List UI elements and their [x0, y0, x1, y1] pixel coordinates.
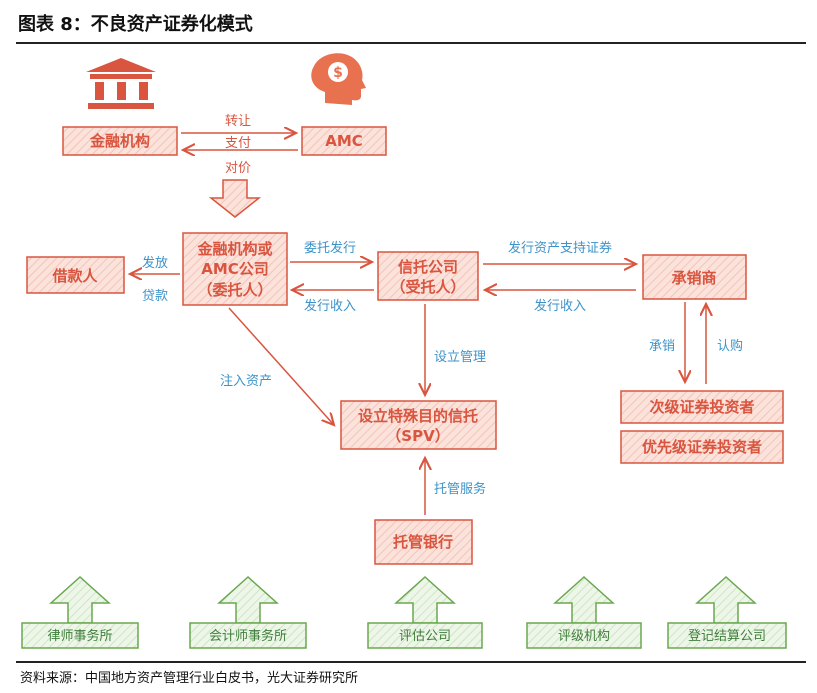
down-block-arrow	[208, 179, 262, 218]
up-arrow-icon	[394, 575, 456, 624]
custodian-bank-box: 托管银行	[374, 519, 473, 565]
issue-income-label-2: 发行收入	[534, 298, 586, 314]
consideration-label: 对价	[225, 161, 251, 176]
up-arrow-icon	[695, 575, 757, 624]
up-arrow-icon	[217, 575, 279, 624]
originator-box: 金融机构或 AMC公司 （委托人）	[182, 232, 288, 306]
underwriter-box: 承销商	[642, 254, 747, 300]
service-provider-accounting: 会计师事务所	[189, 575, 307, 649]
custody-service-label: 托管服务	[434, 481, 486, 497]
senior-investor-label: 优先级证券投资者	[642, 438, 762, 456]
spv-label-line1: 设立特殊目的信托	[358, 407, 478, 425]
spv-box: 设立特殊目的信托 （SPV）	[340, 400, 497, 450]
borrower-box: 借款人	[26, 256, 125, 294]
subscribe-label: 认购	[717, 338, 743, 354]
trust-company-label-line1: 信托公司	[398, 258, 458, 276]
up-arrow-icon	[49, 575, 111, 624]
lend-label: 发放	[142, 255, 168, 271]
entrust-issue-label: 委托发行	[304, 240, 356, 256]
amc-label: AMC	[325, 132, 363, 150]
amc-box: AMC	[301, 126, 387, 156]
service-provider-rating: 评级机构	[526, 575, 642, 649]
set-up-manage-label: 设立管理	[434, 350, 486, 365]
head-coin-icon: $	[311, 53, 366, 105]
financial-institution-label: 金融机构	[89, 132, 150, 150]
trust-company-label-line2: （受托人）	[390, 278, 465, 296]
underwriter-label: 承销商	[671, 269, 716, 287]
originator-label-line3: （委托人）	[197, 281, 272, 299]
provider-label: 评估公司	[399, 629, 451, 644]
underwrite-label: 承销	[649, 339, 675, 354]
originator-label-line1: 金融机构或	[196, 240, 272, 258]
subordinated-investor-label: 次级证券投资者	[649, 398, 754, 416]
borrower-label: 借款人	[51, 267, 98, 285]
source-note: 资料来源：中国地方资产管理行业白皮书，光大证券研究所	[20, 671, 359, 686]
provider-label: 会计师事务所	[209, 628, 287, 644]
top-rule	[16, 42, 806, 44]
issue-income-label-1: 发行收入	[304, 298, 356, 314]
svg-text:$: $	[333, 65, 343, 81]
issue-abs-label: 发行资产支持证券	[508, 240, 612, 256]
spv-label-line2: （SPV）	[386, 427, 449, 445]
transfer-label: 转让	[225, 114, 251, 129]
financial-institution-box: 金融机构	[62, 126, 178, 156]
inject-assets-label: 注入资产	[220, 374, 272, 389]
provider-label: 律师事务所	[47, 628, 112, 644]
originator-label-line2: AMC公司	[201, 260, 269, 278]
figure-title: 图表 8：不良资产证券化模式	[18, 14, 253, 35]
provider-label: 登记结算公司	[688, 629, 766, 644]
service-provider-appraisal: 评估公司	[367, 575, 483, 649]
up-arrow-icon	[553, 575, 615, 624]
trust-company-box: 信托公司 （受托人）	[377, 251, 479, 301]
pay-label: 支付	[225, 136, 251, 151]
bottom-rule	[16, 661, 806, 663]
senior-investor-box: 优先级证券投资者	[620, 430, 784, 464]
service-provider-lawfirm: 律师事务所	[21, 575, 139, 649]
loan-label: 贷款	[142, 289, 168, 304]
service-provider-clearing: 登记结算公司	[667, 575, 787, 649]
custodian-bank-label: 托管银行	[393, 533, 453, 551]
subordinated-investor-box: 次级证券投资者	[620, 390, 784, 424]
provider-label: 评级机构	[558, 629, 610, 644]
bank-icon	[86, 58, 156, 109]
inject-assets-arrow	[228, 307, 334, 425]
